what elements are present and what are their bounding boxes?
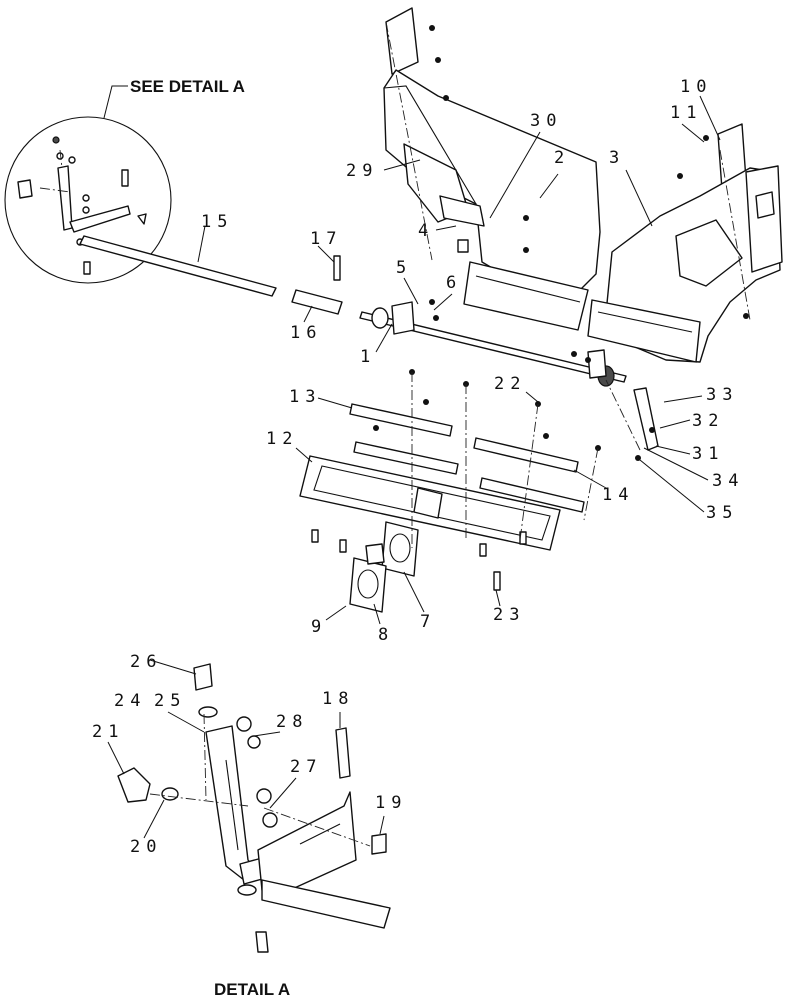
callout-22: 22	[494, 374, 526, 394]
detail-a-heading: DETAIL A	[214, 980, 290, 999]
callout-1: 1	[360, 347, 376, 367]
callout-16: 16	[290, 323, 322, 343]
duct-part-2	[383, 7, 601, 331]
bearing-plate-part-8	[349, 543, 387, 613]
callout-19: 19	[375, 793, 407, 813]
callout-28: 28	[276, 712, 308, 732]
callout-labels: 1 2 3 4 5 6 7 8 9 10 11 12 13 14 15 16 1…	[92, 77, 744, 857]
callout-12: 12	[266, 429, 298, 449]
see-detail-a-heading: SEE DETAIL A	[130, 77, 245, 96]
callout-32: 32	[692, 411, 724, 431]
callout-27: 27	[290, 757, 322, 777]
callout-10: 10	[680, 77, 712, 97]
callout-18: 18	[322, 689, 354, 709]
callout-5: 5	[396, 258, 412, 278]
frame-part-12	[299, 455, 561, 551]
callout-25: 25	[154, 691, 186, 711]
callout-26: 26	[130, 652, 162, 672]
bracket-part-31	[633, 387, 659, 451]
callout-21: 21	[92, 722, 124, 742]
seal-strip-14b	[479, 477, 585, 513]
seal-strip-13b	[353, 441, 459, 475]
callout-34: 34	[712, 471, 744, 491]
callout-31: 31	[692, 444, 724, 464]
shaft-part-15	[79, 235, 277, 297]
callout-11: 11	[670, 103, 702, 123]
callout-23: 23	[493, 605, 525, 625]
cross-shaft	[359, 311, 627, 383]
callout-7: 7	[420, 612, 436, 632]
callout-29: 29	[346, 161, 378, 181]
callout-6: 6	[446, 273, 462, 293]
callout-35: 35	[706, 503, 738, 523]
bearing-plate-part-7	[381, 521, 419, 577]
callout-8: 8	[378, 625, 394, 645]
callout-9: 9	[311, 617, 327, 637]
sleeve-part-16	[291, 289, 343, 315]
alignment-lines	[385, 21, 751, 548]
callout-24: 24	[114, 691, 146, 711]
leader-lines	[107, 95, 721, 839]
callout-30: 30	[530, 111, 562, 131]
callout-3: 3	[609, 148, 625, 168]
callout-15: 15	[201, 212, 233, 232]
pin-part-17	[333, 255, 341, 281]
callout-33: 33	[706, 385, 738, 405]
callout-20: 20	[130, 837, 162, 857]
seal-strip-part-14	[473, 437, 579, 473]
callout-13: 13	[289, 387, 321, 407]
callout-14: 14	[602, 485, 634, 505]
callout-2: 2	[554, 148, 570, 168]
bearing-right	[587, 349, 615, 387]
detail-a-assembly	[117, 663, 391, 953]
see-detail-leader	[103, 85, 128, 119]
seal-strip-part-13	[349, 403, 453, 437]
callout-17: 17	[310, 229, 342, 249]
duct-part-3	[587, 123, 783, 363]
bearing-part-1	[371, 301, 415, 335]
detail-a-reference-circle	[4, 116, 172, 284]
callout-4: 4	[418, 221, 434, 241]
